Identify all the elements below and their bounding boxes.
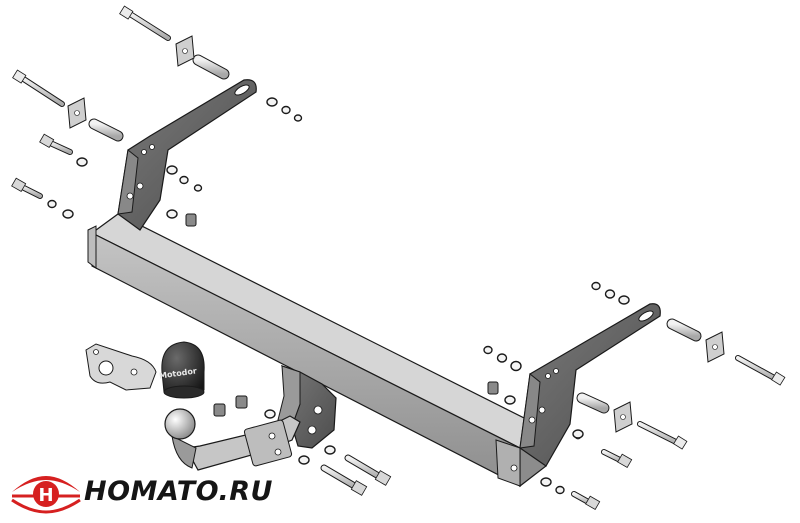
left-mounting-bracket	[117, 79, 257, 231]
square-plate	[613, 401, 633, 433]
short-bolt	[344, 454, 392, 486]
short-bolt	[320, 464, 368, 496]
spacer-tube-left	[88, 118, 124, 142]
brand-logo-mark: H	[11, 476, 81, 514]
tow-ball	[164, 408, 196, 440]
svg-text:H: H	[38, 485, 53, 506]
spacer-tube-lower-right	[576, 392, 610, 414]
square-plate	[175, 35, 195, 67]
long-bolt-top	[119, 5, 171, 41]
tow-ball-neck	[171, 415, 301, 471]
long-bolt-left	[12, 69, 65, 107]
socket-bracket	[85, 343, 157, 391]
spacer-tube-right	[666, 318, 702, 342]
long-bolt-right	[735, 355, 786, 386]
washer-set	[47, 97, 630, 495]
square-plate	[705, 331, 725, 363]
short-bolt	[39, 133, 73, 155]
long-bolt-lower-right	[637, 421, 688, 450]
short-bolt	[11, 177, 43, 199]
right-mounting-bracket	[510, 303, 661, 472]
short-bolt	[601, 449, 633, 469]
short-bolt	[571, 491, 601, 511]
crossbeam	[87, 213, 548, 488]
brand-name: HOMATO.RU	[84, 475, 273, 507]
spacer-tube-top	[192, 54, 230, 80]
square-plate	[67, 97, 87, 129]
brand-logo[interactable]: HOMATO.RU	[78, 468, 273, 514]
ball-cover-cap	[161, 341, 205, 399]
nut-set	[185, 213, 499, 417]
